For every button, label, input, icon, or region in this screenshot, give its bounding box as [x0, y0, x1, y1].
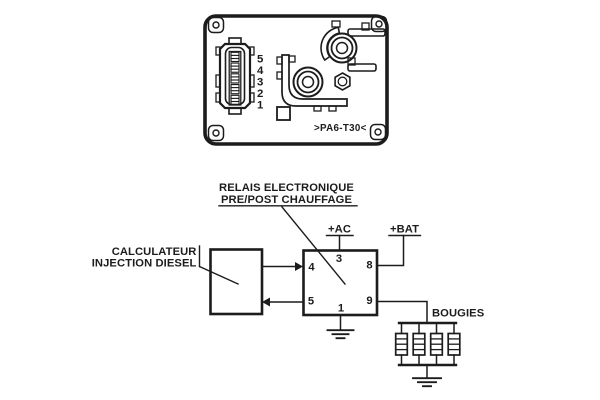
glow-plug-element	[429, 322, 444, 366]
bus-strap-lower	[276, 54, 348, 112]
screw-hole-bottom-left	[207, 124, 225, 142]
relay-label-line1: RELAIS ELECTRONIQUE	[219, 182, 354, 194]
supply-bat-label: +BAT	[390, 224, 419, 236]
ecu-label-leader-line	[198, 265, 239, 285]
connector-pin-number-5: 5	[257, 54, 264, 66]
ecu-label-line2: INJECTION DIESEL	[92, 258, 197, 270]
connector-pin-number-3: 3	[257, 77, 263, 89]
spade-tab-upper	[347, 22, 386, 37]
connector-pin-number-4: 4	[257, 65, 264, 77]
wire-bat-to-pin8	[376, 234, 405, 267]
supply-ac-label: +AC	[328, 224, 351, 236]
relay-pin-8: 8	[366, 260, 372, 272]
relay-pin-5: 5	[308, 296, 314, 308]
screw-hole-top-left	[207, 16, 225, 34]
ring-terminal-upper	[326, 32, 358, 64]
relay-pin-1: 1	[338, 303, 344, 315]
relay-pin-9: 9	[366, 295, 372, 307]
connector-pin-number-1: 1	[257, 100, 264, 112]
spade-tab-lower	[347, 57, 377, 72]
hex-nut	[334, 72, 351, 91]
relay-module-drawing: 5 4 3 2 1	[203, 14, 389, 146]
connector-pin-number-2: 2	[257, 88, 263, 100]
relay-label-line2: PRE/POST CHAUFFAGE	[221, 194, 353, 206]
screw-hole-top-right	[370, 15, 388, 33]
glow-plug-element	[412, 322, 426, 366]
arrowhead-into-ecu-icon	[262, 297, 270, 307]
glow-plugs-label: BOUGIES	[432, 308, 485, 320]
square-pad	[276, 106, 291, 121]
wire-pin9-to-bougies	[376, 300, 428, 324]
relay-pin-4: 4	[308, 262, 315, 274]
glow-plug-element	[447, 322, 461, 366]
glow-plug-element	[394, 322, 409, 366]
relay-label-leader-line	[281, 206, 346, 285]
material-marking-label: >PA6-T30<	[314, 123, 367, 134]
ecu-box	[209, 248, 264, 316]
ground-symbol-bougies	[412, 364, 442, 388]
arrowhead-into-pin4-icon	[295, 262, 303, 271]
relay-pin-3: 3	[336, 253, 342, 265]
ecu-label-line1: CALCULATEUR	[112, 246, 197, 258]
connector-5way	[215, 37, 255, 115]
ground-symbol-relay	[326, 314, 355, 340]
ring-terminal-lower	[292, 66, 324, 98]
connector-body	[218, 42, 252, 110]
glow-plug-bank	[394, 321, 461, 367]
wiring-schematic: RELAIS ELECTRONIQUE PRE/POST CHAUFFAGE C…	[92, 182, 485, 388]
screw-hole-bottom-right	[369, 123, 387, 141]
connector-terminals	[230, 51, 240, 106]
